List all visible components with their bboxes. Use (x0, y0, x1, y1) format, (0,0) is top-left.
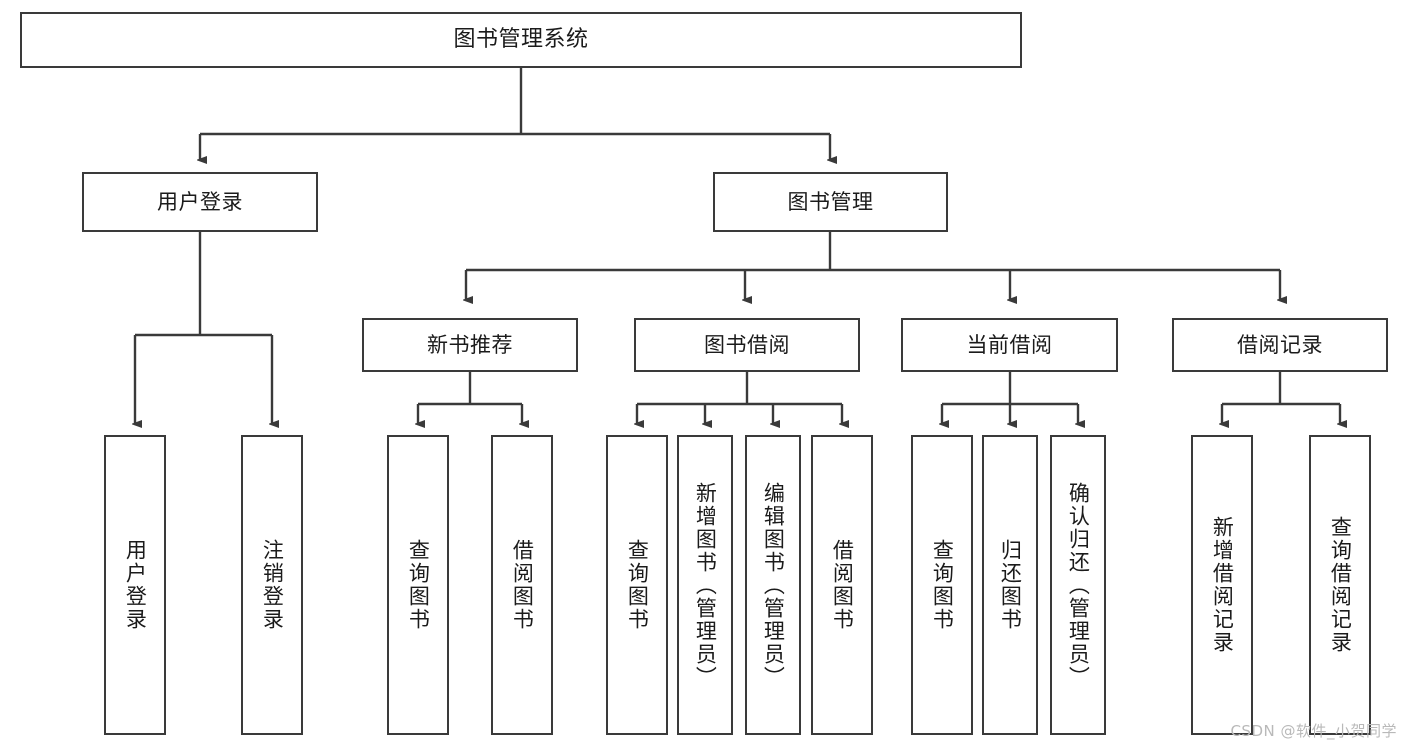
leaf-label: 注销登录 (260, 539, 285, 631)
leaf-label: 查询图书 (930, 539, 955, 631)
leaf-current-borrow-return[interactable]: 归还图书 (982, 435, 1038, 735)
node-new-book-recommend[interactable]: 新书推荐 (362, 318, 578, 372)
leaf-current-borrow-confirm-return[interactable]: 确认归还（管理员） (1050, 435, 1106, 735)
leaf-label: 用户登录 (123, 539, 148, 631)
node-label: 图书管理系统 (453, 27, 589, 53)
leaf-label: 新增图书（管理员） (693, 481, 718, 689)
leaf-book-borrow-borrow[interactable]: 借阅图书 (811, 435, 873, 735)
leaf-label: 查询图书 (406, 539, 431, 631)
leaf-label: 归还图书 (998, 539, 1023, 631)
node-book-management[interactable]: 图书管理 (713, 172, 948, 232)
node-user-login[interactable]: 用户登录 (82, 172, 318, 232)
leaf-label: 查询借阅记录 (1328, 516, 1353, 654)
node-label: 借阅记录 (1237, 332, 1323, 357)
node-label: 图书管理 (787, 189, 874, 214)
watermark: CSDN @软件_小贺同学 (1230, 722, 1397, 740)
leaf-new-book-borrow[interactable]: 借阅图书 (491, 435, 553, 735)
leaf-borrow-record-query[interactable]: 查询借阅记录 (1309, 435, 1371, 735)
leaf-current-borrow-query[interactable]: 查询图书 (911, 435, 973, 735)
node-book-borrow[interactable]: 图书借阅 (634, 318, 860, 372)
leaf-book-borrow-query[interactable]: 查询图书 (606, 435, 668, 735)
leaf-new-book-query[interactable]: 查询图书 (387, 435, 449, 735)
leaf-label: 借阅图书 (510, 539, 535, 631)
leaf-book-borrow-edit[interactable]: 编辑图书（管理员） (745, 435, 801, 735)
node-label: 图书借阅 (704, 332, 790, 357)
leaf-label: 新增借阅记录 (1210, 516, 1235, 654)
leaf-label: 确认归还（管理员） (1066, 481, 1091, 689)
leaf-user-login-logout[interactable]: 注销登录 (241, 435, 303, 735)
leaf-label: 查询图书 (625, 539, 650, 631)
node-label: 当前借阅 (966, 332, 1053, 357)
node-label: 用户登录 (157, 189, 243, 214)
node-borrow-record[interactable]: 借阅记录 (1172, 318, 1388, 372)
leaf-borrow-record-add[interactable]: 新增借阅记录 (1191, 435, 1253, 735)
node-root-system[interactable]: 图书管理系统 (20, 12, 1022, 68)
leaf-label: 编辑图书（管理员） (761, 481, 786, 689)
node-label: 新书推荐 (427, 332, 513, 357)
leaf-label: 借阅图书 (830, 539, 855, 631)
leaf-user-login-login[interactable]: 用户登录 (104, 435, 166, 735)
node-current-borrow[interactable]: 当前借阅 (901, 318, 1118, 372)
leaf-book-borrow-add[interactable]: 新增图书（管理员） (677, 435, 733, 735)
